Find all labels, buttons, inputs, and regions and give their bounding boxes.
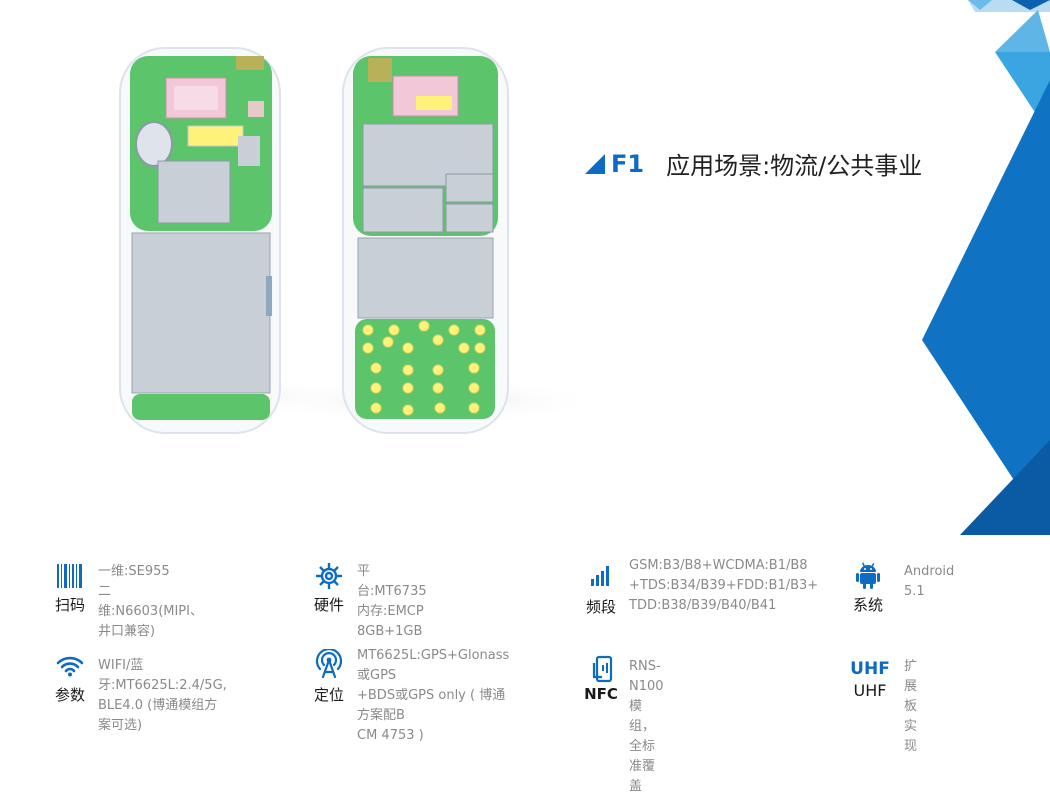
location-antenna-icon <box>311 649 347 679</box>
spec-label: 扫码 <box>54 596 85 614</box>
deco-tri-tiny <box>968 0 992 10</box>
spec-label: UHF <box>853 681 887 700</box>
wifi-icon <box>52 652 88 680</box>
section-heading: F1 应用场景:物流/公共事业 <box>585 146 922 181</box>
deco-tri-top-dark <box>1012 0 1050 10</box>
deco-tri-light <box>995 10 1050 52</box>
spec-label: 频段 <box>585 598 616 616</box>
spec-desc: RNS-N100模组，全标准覆盖 <box>629 659 664 794</box>
deco-tri-bottom <box>960 440 1050 535</box>
spec-label: NFC <box>584 685 618 703</box>
triangle-icon <box>585 153 605 174</box>
signal-bars-icon <box>583 562 619 590</box>
spec-label: 系统 <box>852 596 883 614</box>
nfc-phone-icon <box>583 655 619 683</box>
uhf-icon-text: UHF <box>850 659 890 679</box>
decorative-triangles <box>922 0 1050 535</box>
barcode-icon <box>52 562 88 590</box>
spec-label: 定位 <box>313 686 344 704</box>
spec-desc: GSM:B3/B8+WCDMA:B1/B8 +TDS:B34/B39+FDD:B… <box>629 558 819 613</box>
spec-label: 硬件 <box>313 596 344 614</box>
heading-text: 应用场景:物流/公共事业 <box>666 152 923 180</box>
uhf-icon: UHF <box>850 655 890 683</box>
spec-desc: 扩展板实现 <box>904 659 918 754</box>
spec-label: 参数 <box>54 686 85 704</box>
heading-code: F1 <box>611 149 645 178</box>
android-icon <box>850 562 886 590</box>
spec-desc: 平台:MT6735 内存:EMCP 8GB+1GB <box>357 564 427 639</box>
spec-desc: Android 5.1 <box>904 564 955 599</box>
pcb-front-board <box>119 47 281 434</box>
pcb-back-board <box>342 47 509 434</box>
spec-desc: WIFI/蓝牙:MT6625L:2.4/5G, BLE4.0 (博通模组方案可选… <box>98 658 227 733</box>
chip-gear-icon <box>311 562 347 590</box>
deco-tri-big <box>922 80 1050 535</box>
spec-desc: MT6625L:GPS+Glonass或GPS +BDS或GPS only ( … <box>357 648 510 743</box>
pcb-boards-illustration <box>118 47 598 434</box>
spec-desc: 一维:SE955 二维:N6603(MIPI、井口兼容) <box>98 564 203 639</box>
